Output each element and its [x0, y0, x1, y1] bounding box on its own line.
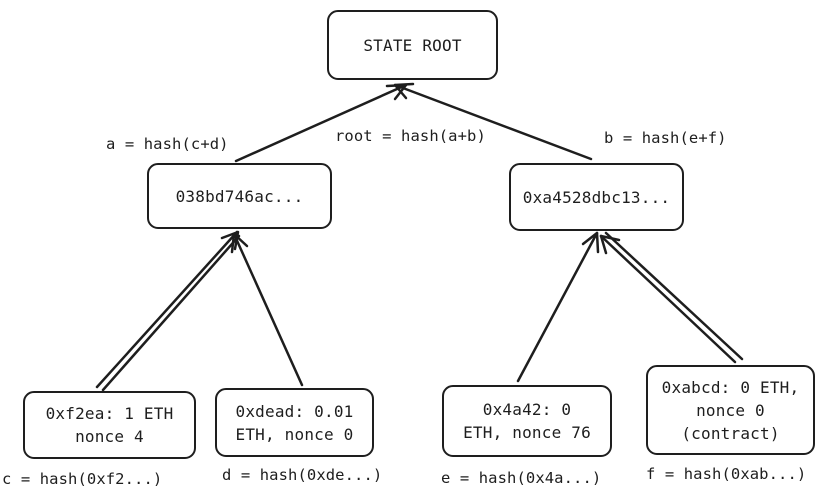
label-hash-root: root = hash(a+b) — [335, 127, 486, 145]
label-hash-a: a = hash(c+d) — [106, 135, 229, 153]
arrowhead-d-to-a — [230, 232, 249, 254]
label-hash-d: d = hash(0xde...) — [222, 466, 383, 484]
hash-node-a: 038bd746ac... — [147, 163, 332, 229]
account-leaf-c: 0xf2ea: 1 ETH nonce 4 — [23, 391, 196, 459]
edge-f-to-b — [599, 234, 737, 364]
hash-node-b: 0xa4528dbc13... — [509, 163, 684, 231]
edge-c-to-a-2 — [101, 234, 241, 392]
account-leaf-f: 0xabcd: 0 ETH, nonce 0 (contract) — [646, 365, 815, 455]
edge-e-to-b — [516, 231, 599, 383]
arrowhead-c-to-a — [220, 230, 240, 251]
label-hash-c: c = hash(0xf2...) — [2, 470, 163, 488]
edge-d-to-a — [232, 232, 304, 387]
arrowhead-b-to-root — [393, 82, 415, 100]
account-leaf-d: 0xdead: 0.01 ETH, nonce 0 — [215, 388, 374, 457]
label-hash-f: f = hash(0xab...) — [646, 465, 807, 483]
arrowhead-f-to-b — [599, 234, 621, 255]
state-root-node: STATE ROOT — [327, 10, 498, 80]
edge-a-to-root — [234, 83, 408, 163]
label-hash-b: b = hash(e+f) — [604, 129, 727, 147]
label-hash-e: e = hash(0x4a...) — [441, 469, 602, 487]
edge-c-to-a — [95, 230, 239, 389]
edge-f-to-b-2 — [604, 231, 744, 361]
arrowhead-e-to-b — [581, 231, 600, 254]
account-leaf-e: 0x4a42: 0 ETH, nonce 76 — [442, 385, 612, 457]
edge-b-to-root — [393, 83, 593, 161]
